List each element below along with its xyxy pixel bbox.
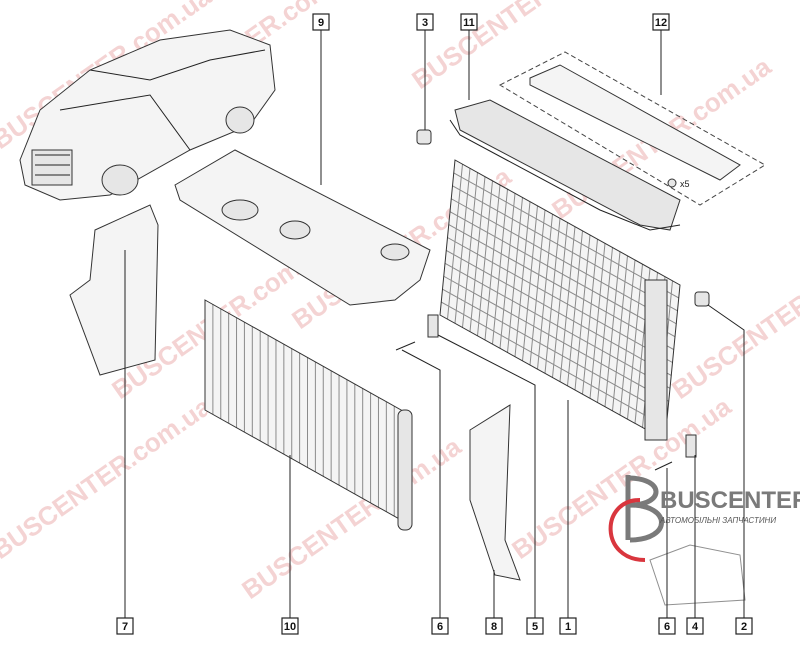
part-6-bolt-icon	[395, 341, 416, 351]
callout-11: 11	[460, 13, 478, 31]
callout-number: 5	[532, 621, 538, 633]
callout-number: 3	[422, 17, 428, 29]
callout-6: 6	[658, 617, 676, 635]
leader-line	[437, 334, 536, 618]
callout-1: 1	[559, 617, 577, 635]
watermark-text: BUSCENTER.com.ua	[0, 391, 217, 565]
callout-box	[686, 617, 704, 635]
callout-box	[526, 617, 544, 635]
callout-box	[281, 617, 299, 635]
leader-lines	[124, 30, 745, 618]
callout-2: 2	[735, 617, 753, 635]
callout-number: 9	[318, 17, 324, 29]
callout-number: 4	[692, 621, 699, 633]
leader-line	[707, 304, 745, 618]
callout-box	[735, 617, 753, 635]
callout-number: 2	[741, 621, 747, 633]
part-11-upper-crossmember	[449, 99, 681, 231]
part-5-bracket	[427, 314, 439, 338]
quantity-label: x5	[680, 179, 690, 189]
callout-box	[416, 13, 434, 31]
part-3-bushing	[416, 129, 432, 145]
callout-7: 7	[116, 617, 134, 635]
part-12-seal-kit: x5	[498, 51, 766, 206]
part-9-upper-cover	[174, 149, 431, 306]
callout-6: 6	[431, 617, 449, 635]
watermark-text: BUSCENTER.com.ua	[666, 231, 800, 405]
callout-box	[460, 13, 478, 31]
callout-number: 7	[122, 621, 128, 633]
watermark-text: BUSCENTER.com.ua	[506, 391, 737, 565]
callout-number: 10	[284, 621, 296, 633]
part-7-air-deflector	[69, 204, 159, 376]
callout-box	[116, 617, 134, 635]
callout-10: 10	[281, 617, 299, 635]
callout-3: 3	[416, 13, 434, 31]
callout-box	[312, 13, 330, 31]
callout-box	[658, 617, 676, 635]
callout-box	[431, 617, 449, 635]
callout-box	[652, 13, 670, 31]
leader-line	[401, 349, 441, 618]
callout-number: 11	[463, 17, 475, 29]
callout-5: 5	[526, 617, 544, 635]
callout-4: 4	[686, 617, 704, 635]
callout-number: 6	[664, 621, 670, 633]
buscenter-logo: BUSCENTER АВТОМОБІЛЬНІ ЗАПЧАСТИНИ	[608, 475, 800, 606]
callout-box	[559, 617, 577, 635]
callout-number: 12	[655, 17, 667, 29]
logo-tagline: АВТОМОБІЛЬНІ ЗАПЧАСТИНИ	[659, 516, 776, 525]
callout-number: 8	[491, 621, 497, 633]
callout-number: 1	[565, 621, 571, 633]
callout-number: 6	[437, 621, 443, 633]
callout-8: 8	[485, 617, 503, 635]
part-2-bushing	[694, 291, 710, 307]
part-4-bracket	[685, 434, 697, 458]
callout-layer: 9 3 11 12 7 10 6 8 5 1 6 4 2	[116, 13, 753, 635]
callout-box	[485, 617, 503, 635]
part-6-bolt-icon	[654, 461, 673, 471]
part-8-air-deflector	[469, 404, 521, 581]
watermark-text: BUSCENTER.com.ua	[406, 0, 637, 95]
callout-9: 9	[312, 13, 330, 31]
car-illustration	[19, 29, 276, 201]
part-10-condenser	[204, 299, 413, 531]
callout-12: 12	[652, 13, 670, 31]
logo-name: BUSCENTER	[660, 487, 800, 514]
part-1-radiator	[439, 159, 681, 441]
